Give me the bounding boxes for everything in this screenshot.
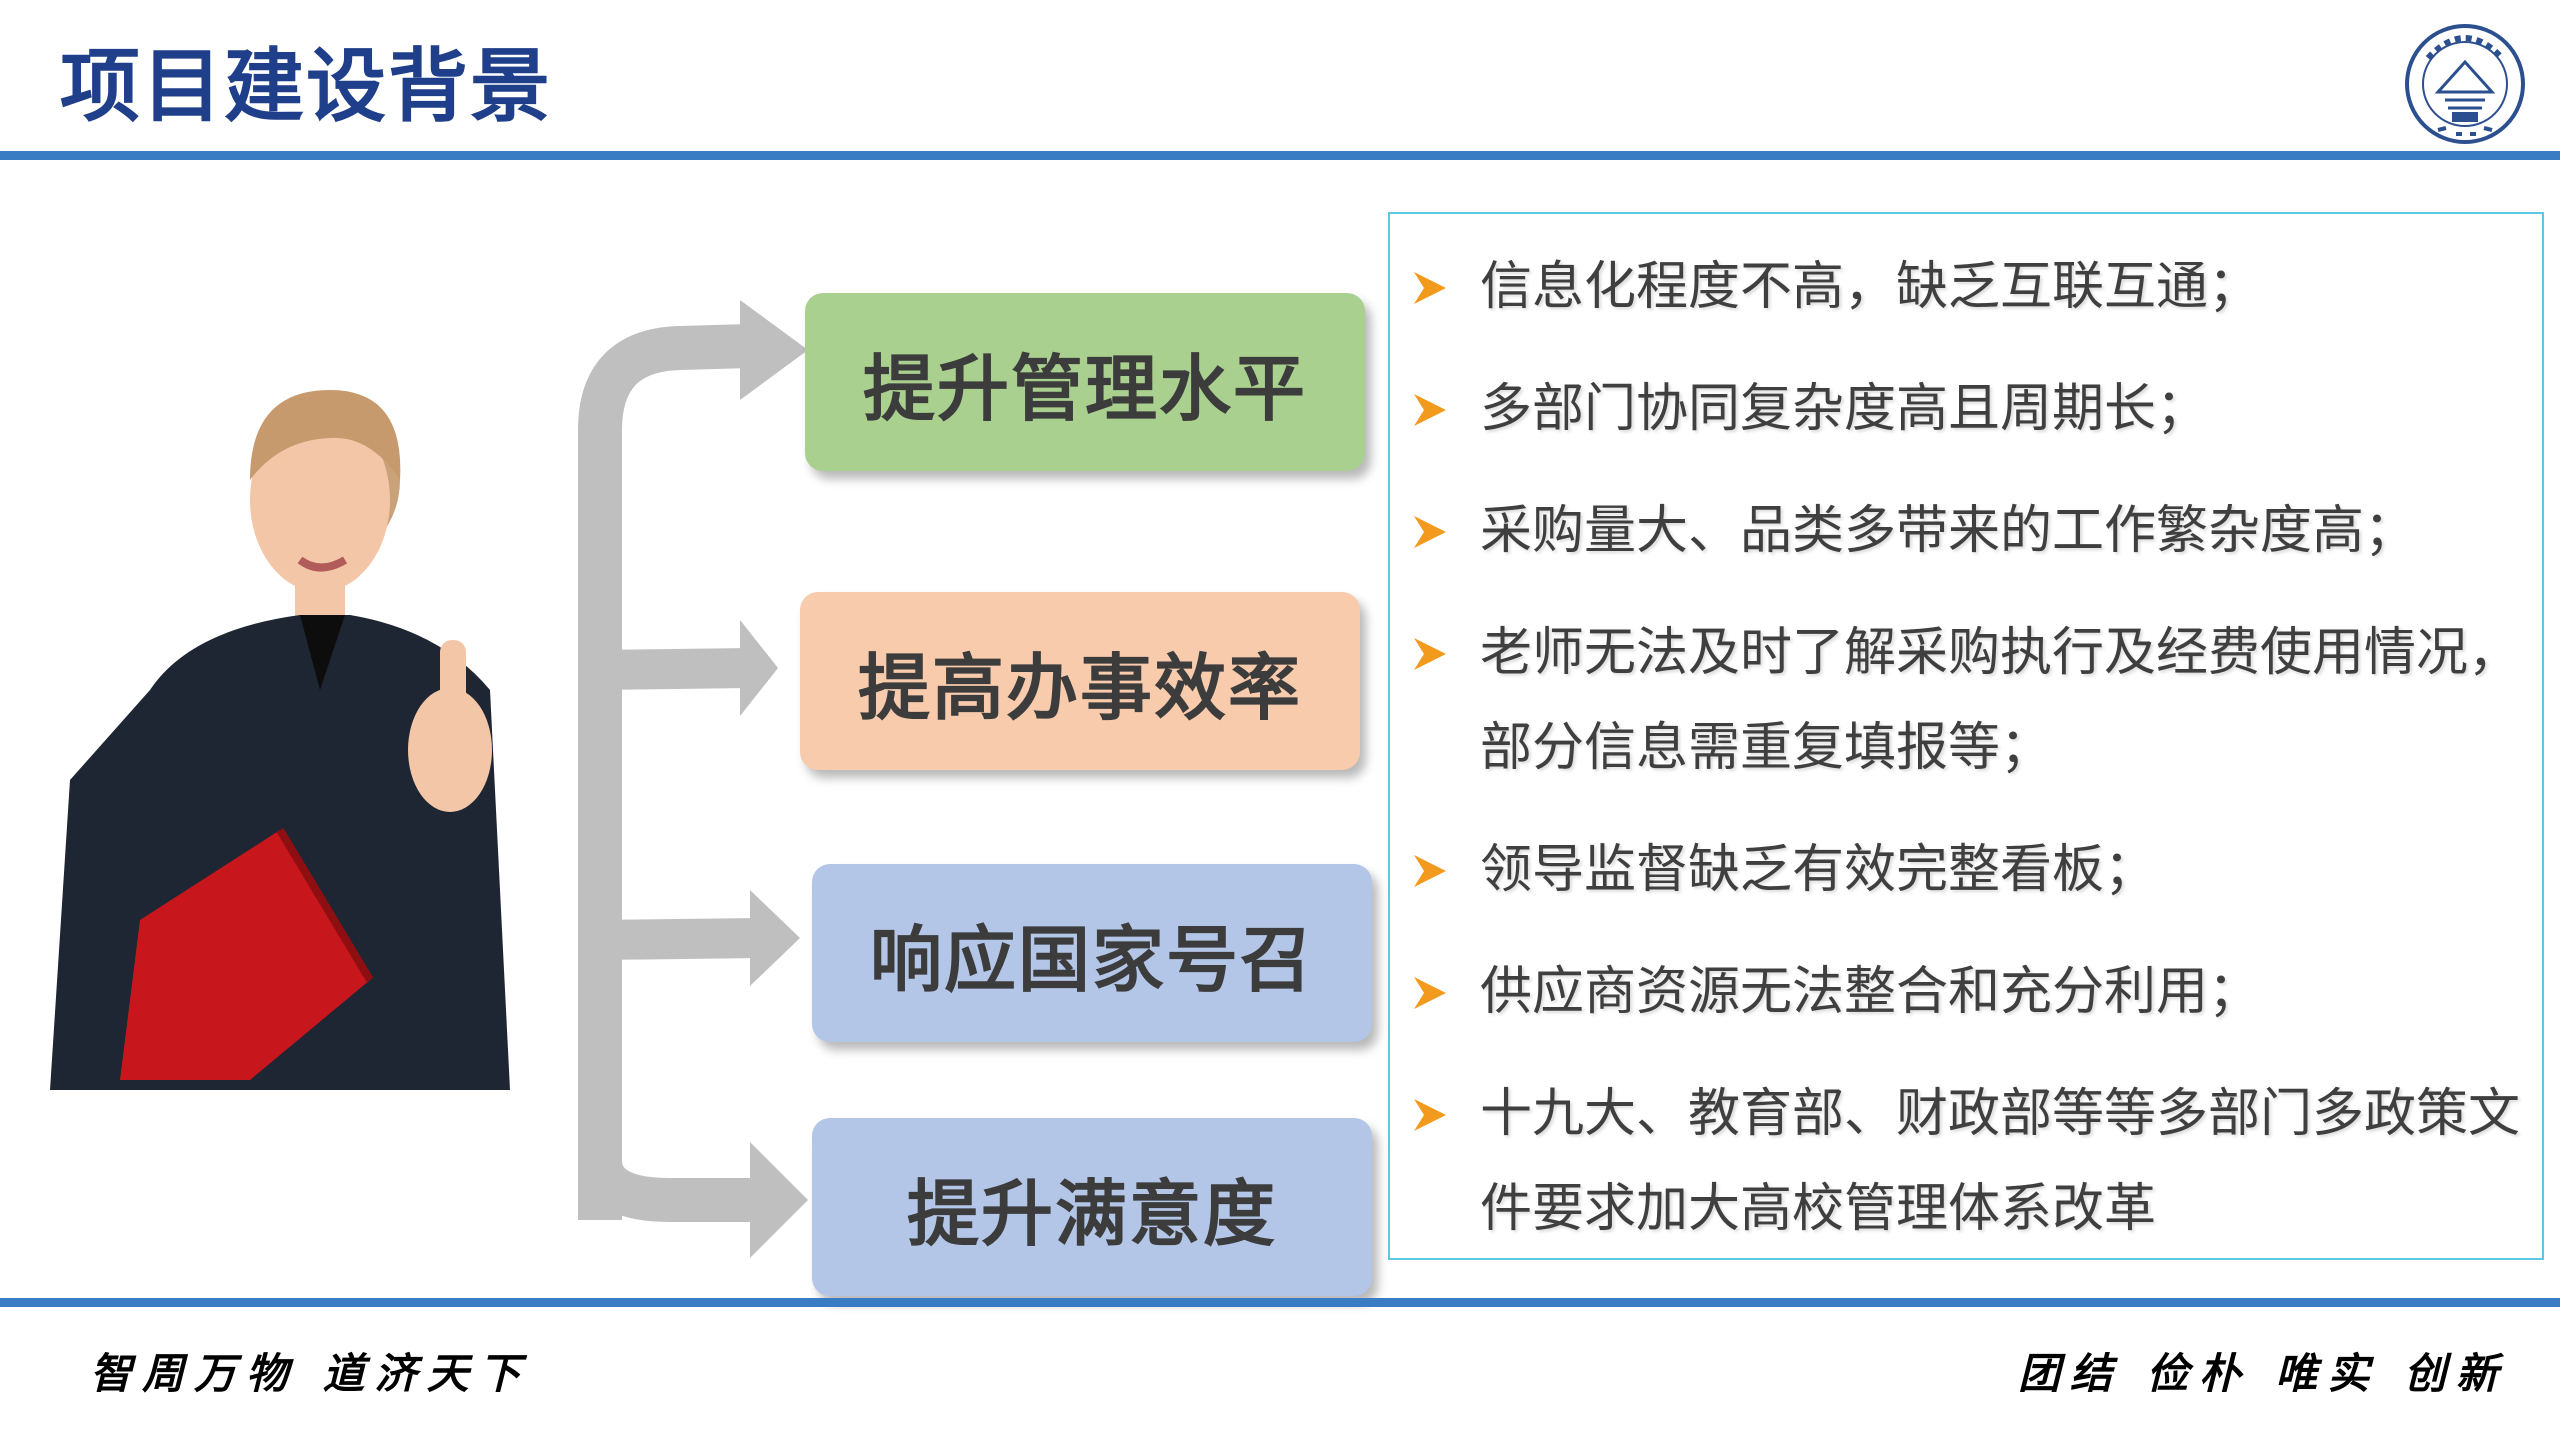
issue-text: 十九大、教育部、财政部等等多部门多政策文件要求加大高校管理体系改革 [1480, 1084, 2521, 1239]
list-item: 领导监督缺乏有效完整看板； [1412, 823, 2542, 918]
arrow-bullet-icon [1412, 823, 1452, 918]
footer-divider [0, 1298, 2560, 1307]
issue-text: 老师无法及时了解采购执行及经费使用情况，部分信息需重复填报等； [1480, 623, 2521, 778]
issues-list: 信息化程度不高，缺乏互联互通； 多部门协同复杂度高且周期长； 采购量大、品类多带… [1412, 240, 2542, 1284]
arrow-bullet-icon [1412, 945, 1452, 1040]
header-divider [0, 151, 2560, 160]
list-item: 多部门协同复杂度高且周期长； [1412, 362, 2542, 457]
goal-respond-national-call: 响应国家号召 [812, 864, 1372, 1042]
footer-motto: 智周万物 道济天下 [90, 1349, 531, 1398]
issue-text: 领导监督缺乏有效完整看板； [1480, 840, 2157, 900]
arrow-bullet-icon [1412, 240, 1452, 335]
goal-improve-efficiency: 提高办事效率 [800, 592, 1360, 770]
issue-text: 采购量大、品类多带来的工作繁杂度高； [1480, 501, 2417, 561]
goal-improve-management: 提升管理水平 [805, 293, 1365, 471]
list-item: 供应商资源无法整合和充分利用； [1412, 945, 2542, 1040]
list-item: 老师无法及时了解采购执行及经费使用情况，部分信息需重复填报等； [1412, 606, 2542, 796]
arrow-bullet-icon [1412, 484, 1452, 579]
arrow-bullet-icon [1412, 362, 1452, 457]
issue-text: 信息化程度不高，缺乏互联互通； [1480, 257, 2261, 317]
list-item: 十九大、教育部、财政部等等多部门多政策文件要求加大高校管理体系改革 [1412, 1067, 2542, 1257]
footer-values: 团结 俭朴 唯实 创新 [2018, 1349, 2508, 1398]
issues-panel [1388, 212, 2544, 1260]
branch-arrows [578, 300, 808, 1258]
businesswoman-illustration [50, 390, 510, 1090]
university-logo [2405, 24, 2525, 144]
goal-improve-satisfaction: 提升满意度 [812, 1118, 1372, 1296]
list-item: 信息化程度不高，缺乏互联互通； [1412, 240, 2542, 335]
page-title: 项目建设背景 [60, 40, 552, 133]
issue-text: 多部门协同复杂度高且周期长； [1480, 379, 2209, 439]
issue-text: 供应商资源无法整合和充分利用； [1480, 962, 2261, 1022]
arrow-bullet-icon [1412, 1067, 1452, 1162]
list-item: 采购量大、品类多带来的工作繁杂度高； [1412, 484, 2542, 579]
arrow-bullet-icon [1412, 606, 1452, 701]
